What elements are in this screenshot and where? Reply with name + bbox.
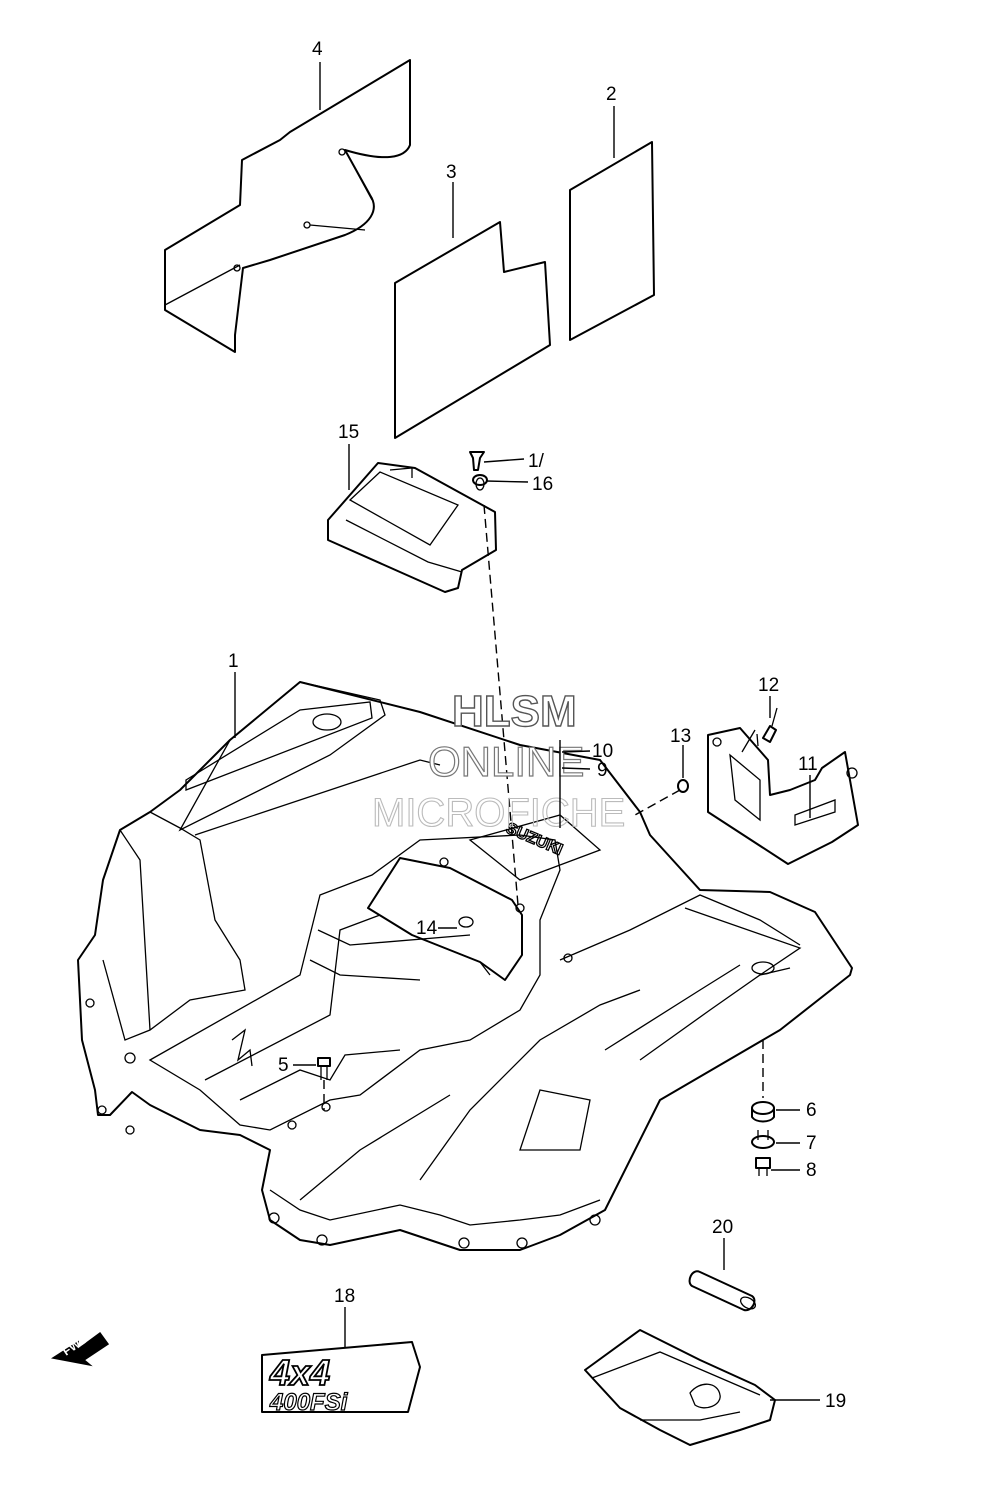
callout-9: 9: [597, 760, 608, 781]
callout-labels: 4 2 3 15 1/ 16 1 12 13 11 10 9 14 5 6 7 …: [228, 39, 846, 1412]
watermark: HLSM ONLINE MICROFICHE: [371, 686, 625, 835]
callout-2: 2: [606, 84, 617, 105]
watermark-line1: HLSM: [452, 687, 577, 736]
emblem-18: 4x4 400FSi: [261, 1341, 421, 1417]
callout-13: 13: [670, 726, 691, 747]
bolt-5: [317, 1057, 331, 1080]
callout-1: 1: [228, 651, 239, 672]
callout-7: 7: [806, 1133, 817, 1154]
callout-4: 4: [312, 39, 323, 60]
callout-17: 1/: [528, 451, 545, 472]
pin-20: [688, 1270, 757, 1312]
decal-2: [569, 141, 655, 341]
fwd-arrow: FWD: [51, 1331, 110, 1367]
bolt-8: [755, 1157, 771, 1176]
washer-16: [472, 474, 488, 491]
watermark-line3: MICROFICHE: [372, 791, 625, 835]
seat-19: [584, 1329, 776, 1446]
callout-16: 16: [532, 474, 553, 495]
collar-7: [751, 1130, 775, 1149]
callout-19: 19: [825, 1391, 846, 1412]
callout-15: 15: [338, 422, 359, 443]
decal-4: [164, 59, 411, 353]
bolt-12: [762, 707, 778, 743]
callout-10: 10: [592, 741, 613, 762]
callout-3: 3: [446, 162, 457, 183]
leader-lines: [234, 62, 820, 1401]
callout-20: 20: [712, 1217, 733, 1238]
storage-tray-15: [327, 462, 497, 593]
callout-18: 18: [334, 1286, 355, 1307]
grommet-6: [751, 1101, 775, 1123]
callout-6: 6: [806, 1100, 817, 1121]
callout-8: 8: [806, 1160, 817, 1181]
emblem-line1: 4x4: [269, 1352, 330, 1393]
washer-13: [677, 779, 689, 793]
callout-5: 5: [278, 1055, 289, 1076]
emblem-line2: 400FSi: [269, 1389, 349, 1416]
callout-14: 14: [416, 918, 438, 939]
screw-17: [469, 451, 485, 471]
bracket-11: [707, 727, 859, 865]
decal-3: [394, 221, 551, 439]
watermark-line2: ONLINE: [428, 738, 584, 785]
callout-12: 12: [758, 675, 779, 696]
callout-11: 11: [798, 754, 818, 775]
